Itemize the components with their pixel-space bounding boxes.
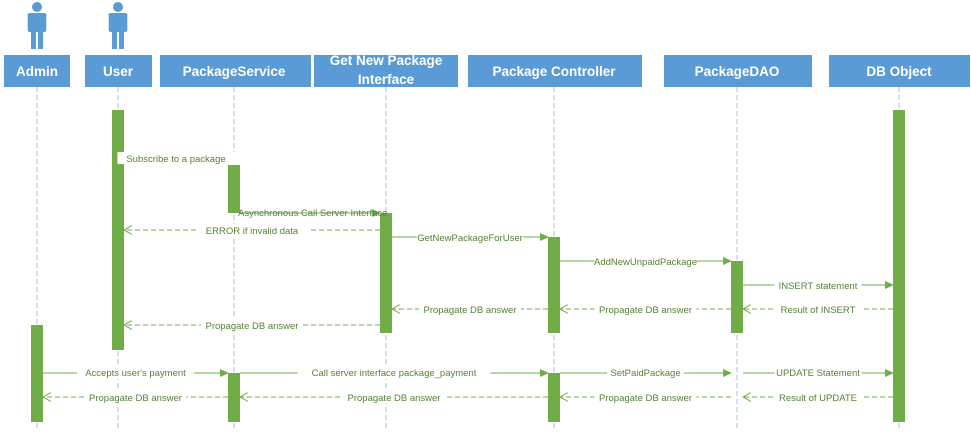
message-6-insert-statement: INSERT statement: [743, 279, 894, 292]
participant-label-packageservice: PackageService: [183, 64, 286, 79]
message-8-propagate-db-answer: Propagate DB answer: [560, 303, 731, 316]
message-label-bg: [297, 367, 491, 379]
message-label: Propagate DB answer: [424, 305, 517, 316]
message-1-subscribe-to-a-package: Subscribe to a package: [117, 152, 235, 165]
message-13-setpaidpackage: SetPaidPackage: [560, 367, 732, 379]
message-9-propagate-db-answer: Propagate DB answer: [392, 303, 548, 316]
message-label-bg: [774, 303, 862, 315]
message-label: UPDATE Statement: [776, 368, 860, 379]
participant-box-packagedao: [664, 55, 812, 87]
message-10-propagate-db-answer: Propagate DB answer: [124, 319, 380, 332]
participant-box-user: [85, 55, 152, 87]
message-label-bg: [201, 319, 303, 331]
message-label: Call server interface package_payment: [312, 368, 477, 379]
message-17-propagate-db-answer: Propagate DB answer: [240, 391, 548, 404]
message-label-bg: [774, 391, 862, 403]
activation-bar-packagedao-5: [731, 261, 743, 333]
actor-icon-user: [107, 2, 129, 49]
message-label-bg: [419, 303, 521, 315]
message-label: Subscribe to a package: [126, 154, 225, 165]
message-label: GetNewPackageForUser: [417, 233, 523, 244]
activation-bar-packageservice-8: [228, 373, 240, 422]
participant-label-admin: Admin: [16, 64, 58, 79]
message-label: Propagate DB answer: [348, 393, 441, 404]
message-label: Accepts user's payment: [85, 368, 186, 379]
message-label: INSERT statement: [779, 281, 858, 292]
message-14-update-statement: UPDATE Statement: [743, 367, 894, 379]
participant-box-package-controller: [468, 55, 642, 87]
message-label-bg: [774, 279, 862, 291]
participant-label-user: User: [103, 64, 134, 79]
activation-bar-get-new-package-interface-3: [380, 213, 392, 333]
activation-bar-packageservice-2: [228, 165, 240, 213]
message-label-bg: [195, 224, 309, 236]
participant-label-db-object: DB Object: [866, 64, 932, 79]
message-label-bg: [416, 231, 524, 243]
message-label: AddNewUnpaidPackage: [594, 257, 697, 268]
message-label: Propagate DB answer: [206, 321, 299, 332]
message-label: Propagate DB answer: [599, 393, 692, 404]
message-label: Result of UPDATE: [779, 393, 857, 404]
message-16-propagate-db-answer: Propagate DB answer: [560, 391, 731, 404]
message-label-bg: [343, 391, 445, 403]
message-label: Result of INSERT: [781, 305, 856, 316]
actor-icon-admin: [26, 2, 48, 49]
message-2-asynchronous-call-server-interface: Asynchronous Call Server Interface: [238, 208, 387, 219]
message-11-accepts-user-s-payment: Accepts user's payment: [43, 367, 229, 379]
message-label-bg: [84, 391, 187, 403]
message-label: SetPaidPackage: [610, 368, 680, 379]
activation-bar-db-object-6: [893, 110, 905, 422]
participant-box-admin: [4, 55, 70, 87]
participant-box-db-object: [829, 55, 970, 87]
message-label-bg: [117, 152, 235, 164]
message-12-call-server-interface-package-payment: Call server interface package_payment: [240, 367, 549, 379]
message-label-bg: [774, 367, 862, 379]
participant-label-packagedao: PackageDAO: [695, 64, 780, 79]
participant-box-packageservice: [160, 55, 311, 87]
message-5-addnewunpaidpackage: AddNewUnpaidPackage: [560, 255, 732, 268]
message-label: Propagate DB answer: [89, 393, 182, 404]
message-label: ERROR if invalid data: [206, 226, 299, 237]
participant-box-get-new-package-interface: [314, 55, 458, 87]
message-label-bg: [594, 255, 697, 267]
message-4-getnewpackageforuser: GetNewPackageForUser: [392, 231, 549, 244]
activation-bar-admin-7: [31, 325, 43, 422]
message-7-result-of-insert: Result of INSERT: [743, 303, 893, 316]
message-label-bg: [594, 391, 697, 403]
message-3-error-if-invalid-data: ERROR if invalid data: [124, 224, 380, 237]
message-label: Propagate DB answer: [599, 305, 692, 316]
message-label: Asynchronous Call Server Interface: [238, 208, 387, 219]
participant-label-package-controller: Package Controller: [492, 64, 616, 79]
activation-bar-package-controller-4: [548, 237, 560, 333]
activation-bar-user-1: [112, 110, 124, 350]
activation-bar-package-controller-9: [548, 373, 560, 422]
message-label-bg: [607, 367, 684, 379]
message-label-bg: [76, 367, 195, 379]
message-15-result-of-update: Result of UPDATE: [743, 391, 893, 404]
message-label-bg: [594, 303, 697, 315]
message-18-propagate-db-answer: Propagate DB answer: [43, 391, 228, 404]
